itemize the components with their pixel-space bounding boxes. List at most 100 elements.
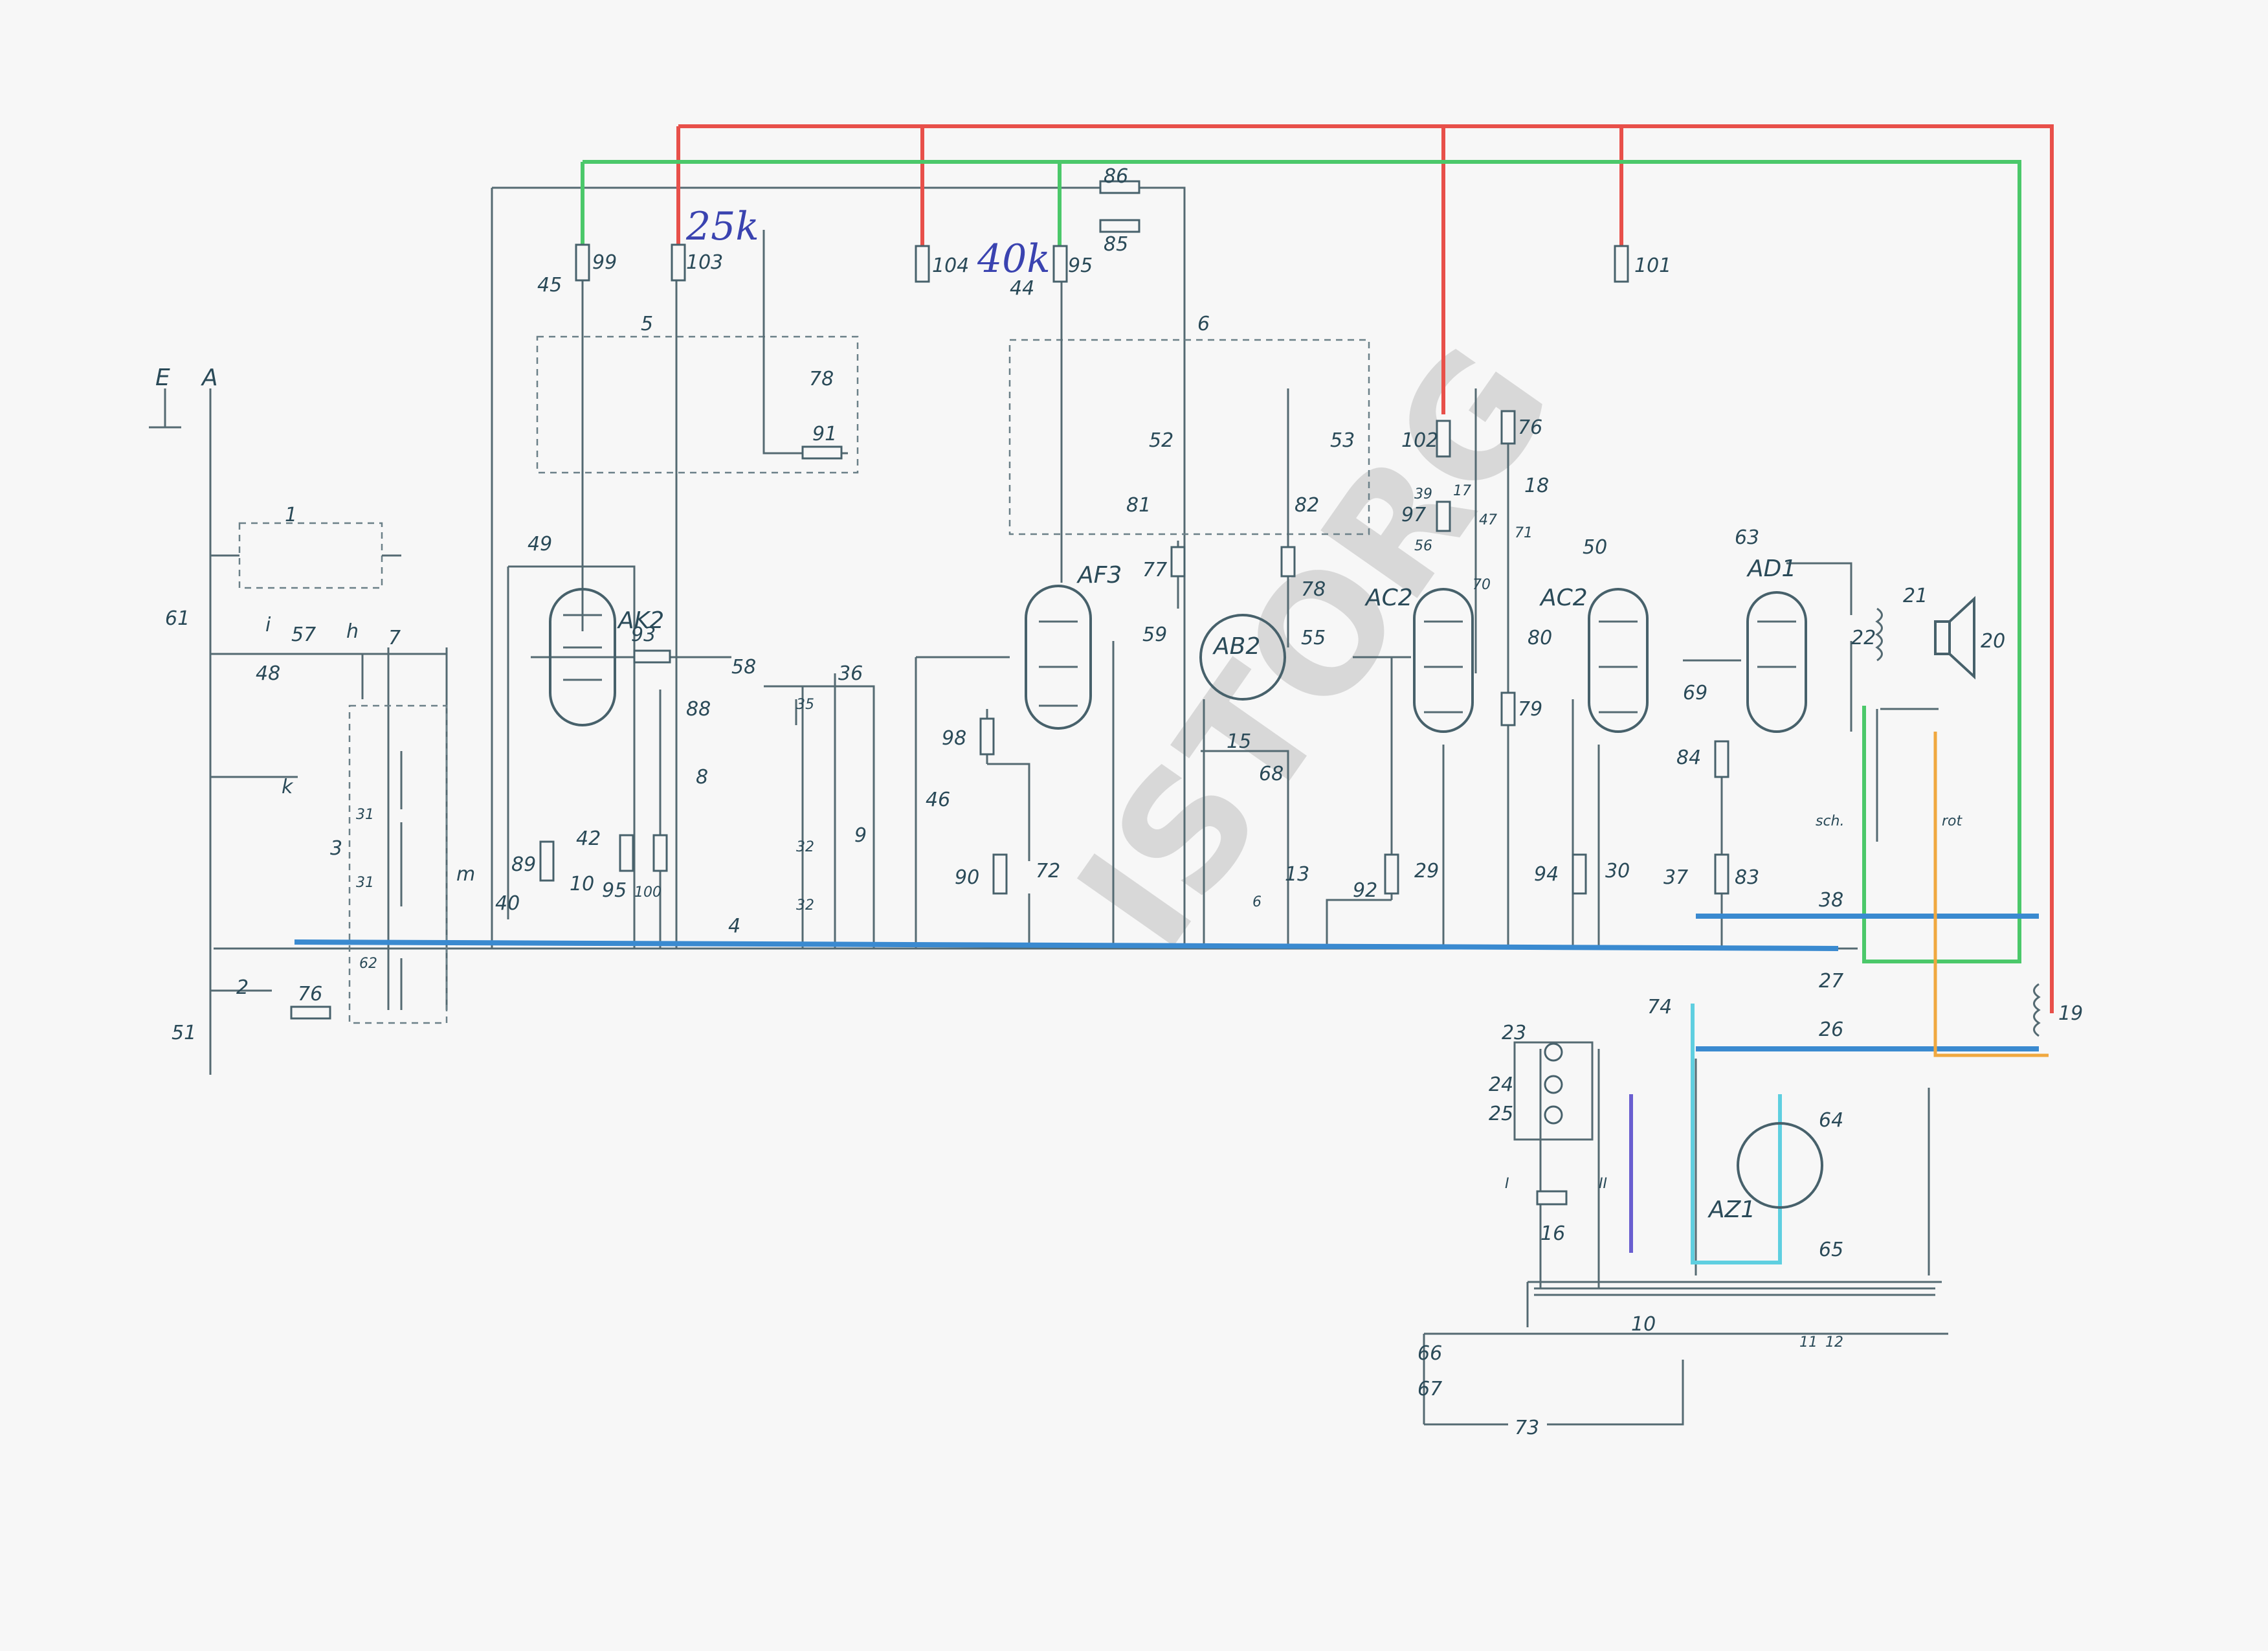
- label-30: 30: [1605, 860, 1630, 882]
- label-25: 25: [1489, 1103, 1513, 1125]
- label-82: 82: [1295, 494, 1319, 517]
- label-15: 15: [1227, 730, 1251, 753]
- label-99: 99: [592, 251, 617, 274]
- label-6: 6: [1197, 313, 1210, 335]
- label-65: 65: [1819, 1239, 1843, 1261]
- label-102: 102: [1401, 429, 1438, 452]
- label-39: 39: [1414, 486, 1432, 502]
- label-95: 95: [1068, 254, 1093, 277]
- tube-az1-label: AZ1: [1707, 1196, 1755, 1223]
- label-11: 11: [1799, 1334, 1818, 1351]
- tube-ac2-second-label: AC2: [1539, 585, 1588, 611]
- label-55: 55: [1301, 627, 1326, 649]
- label-8: 8: [696, 766, 708, 789]
- tube-ac2-first: AC2: [1364, 585, 1474, 733]
- label-92: 92: [1353, 879, 1377, 902]
- label-104: 104: [932, 254, 969, 277]
- handwritten-25k: 25k: [685, 204, 759, 249]
- red-hv-bus: [678, 124, 2054, 1013]
- tube-ab2-label: AB2: [1212, 633, 1260, 660]
- label-7: 7: [388, 627, 401, 649]
- label-86: 86: [1104, 165, 1128, 188]
- label-38: 38: [1819, 889, 1843, 912]
- label-49: 49: [528, 533, 552, 556]
- resistors: [290, 180, 1729, 1206]
- label-69: 69: [1683, 682, 1707, 704]
- label-85: 85: [1104, 233, 1128, 256]
- tube-ad1-label: AD1: [1746, 556, 1796, 582]
- label-22: 22: [1851, 627, 1876, 649]
- label-89: 89: [511, 853, 536, 876]
- label-58: 58: [731, 656, 756, 679]
- label-4: 4: [728, 915, 740, 938]
- label-II: II: [1599, 1176, 1607, 1192]
- label-52: 52: [1149, 429, 1173, 452]
- label-37: 37: [1663, 866, 1688, 889]
- label-32a: 32: [796, 839, 814, 855]
- label-47: 47: [1479, 512, 1497, 528]
- label-76: 76: [1518, 416, 1542, 439]
- label-24: 24: [1489, 1073, 1513, 1096]
- label-64: 64: [1819, 1109, 1843, 1132]
- label-29: 29: [1414, 860, 1439, 882]
- cyan-wire: [1691, 1004, 1782, 1264]
- label-46: 46: [926, 789, 950, 811]
- label-32b: 32: [796, 897, 814, 914]
- handwritten-notes: 25k 40k: [685, 204, 1051, 282]
- label-23: 23: [1502, 1022, 1526, 1044]
- label-10b: 10: [1631, 1313, 1656, 1336]
- transformer-19: [2033, 983, 2041, 1037]
- label-9: 9: [854, 824, 867, 847]
- label-77: 77: [1142, 559, 1167, 581]
- green-bus: [583, 160, 2021, 963]
- label-95b: 95: [602, 879, 627, 902]
- label-i: i: [265, 614, 271, 636]
- label-72: 72: [1036, 860, 1060, 882]
- label-sch: sch.: [1816, 813, 1845, 829]
- label-57: 57: [291, 623, 316, 646]
- label-21: 21: [1903, 585, 1928, 607]
- label-59: 59: [1142, 623, 1167, 646]
- label-67: 67: [1418, 1378, 1442, 1400]
- label-68: 68: [1259, 763, 1284, 785]
- earth-terminal-label: E: [155, 365, 170, 391]
- label-k: k: [282, 776, 294, 798]
- power-transformer: [1534, 1287, 1935, 1296]
- label-90: 90: [955, 866, 979, 889]
- label-71: 71: [1515, 525, 1533, 541]
- tube-ad1: AD1: [1746, 556, 1807, 733]
- tube-az1: AZ1: [1707, 1122, 1823, 1223]
- label-5: 5: [641, 313, 653, 335]
- blue-ground-bus: [294, 939, 1839, 951]
- speaker-icon: [1934, 596, 1975, 680]
- label-78b: 78: [1301, 578, 1326, 601]
- label-98: 98: [942, 727, 966, 750]
- label-103: 103: [686, 251, 723, 274]
- label-78: 78: [809, 368, 834, 390]
- label-88: 88: [686, 698, 711, 721]
- label-40: 40: [495, 892, 520, 915]
- label-27: 27: [1819, 970, 1843, 993]
- label-I: I: [1505, 1176, 1509, 1192]
- label-61: 61: [165, 607, 190, 630]
- label-63: 63: [1735, 526, 1759, 549]
- label-13: 13: [1285, 863, 1309, 886]
- component-labels: 1 61 57 48 h i 7 k 3 31 31 62 m 2 76 51 …: [165, 165, 2083, 1439]
- tube-ak2-label: AK2: [617, 607, 664, 634]
- tube-af3: AF3: [1025, 562, 1122, 730]
- tube-ac2-first-label: AC2: [1364, 585, 1413, 611]
- label-17: 17: [1453, 483, 1471, 499]
- label-91: 91: [812, 423, 837, 445]
- label-rot: rot: [1942, 813, 1963, 829]
- label-74: 74: [1647, 996, 1672, 1018]
- label-97: 97: [1401, 504, 1426, 526]
- label-50: 50: [1583, 536, 1607, 559]
- terminal-labels: E A: [155, 365, 218, 391]
- label-66: 66: [1418, 1342, 1442, 1365]
- colored-wires: [294, 124, 2054, 1264]
- orange-wire: [1933, 732, 2049, 1057]
- label-93: 93: [631, 623, 656, 646]
- label-62: 62: [359, 956, 377, 972]
- label-101: 101: [1634, 254, 1671, 277]
